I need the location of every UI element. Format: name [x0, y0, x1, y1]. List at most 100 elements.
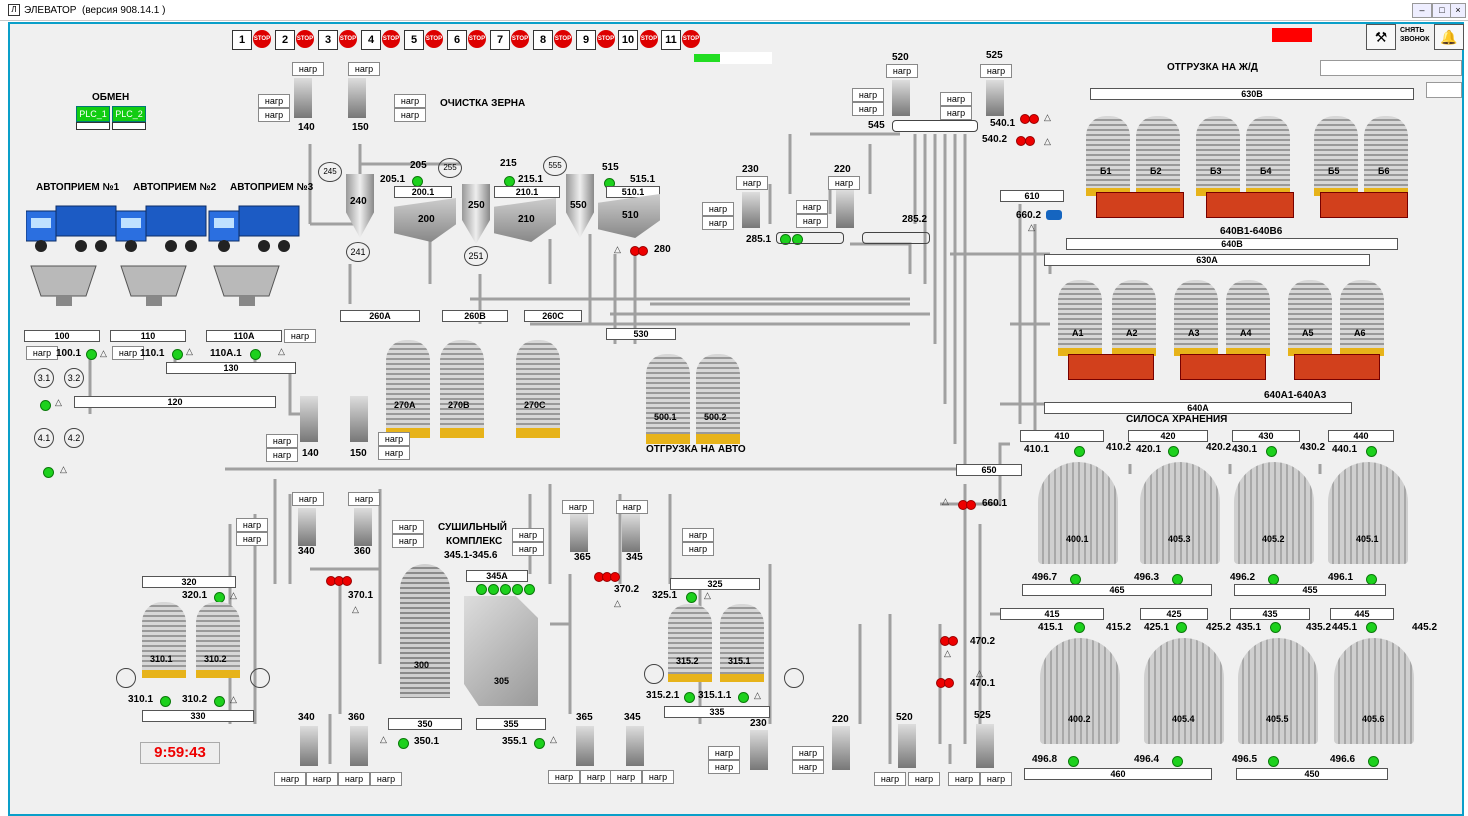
- conveyor-465[interactable]: 465: [1022, 584, 1212, 596]
- silo-400-1[interactable]: 400.1: [1038, 462, 1118, 564]
- fan-icon[interactable]: [784, 668, 804, 688]
- silo-500-2[interactable]: 500.2: [696, 354, 740, 444]
- conveyor-545[interactable]: [892, 120, 978, 132]
- valve-370-1c[interactable]: [342, 576, 352, 586]
- silo-a5[interactable]: А5: [1288, 280, 1332, 356]
- conveyor-640b[interactable]: 640B: [1066, 238, 1398, 250]
- aux-field[interactable]: [1426, 82, 1462, 98]
- elevator-e220[interactable]: [832, 726, 850, 770]
- conveyor-285-1[interactable]: [776, 232, 844, 244]
- fan-555[interactable]: 555: [543, 156, 567, 176]
- narg-220-l2[interactable]: нагр: [796, 214, 828, 228]
- elevator-e520[interactable]: [898, 724, 916, 768]
- elevator-140b[interactable]: [300, 396, 318, 442]
- bell-icon[interactable]: 🔔: [1434, 24, 1464, 50]
- narg-dry-c2[interactable]: нагр: [512, 542, 544, 556]
- narg-100[interactable]: нагр: [26, 346, 58, 360]
- plc1-indicator[interactable]: PLC_1: [76, 106, 110, 122]
- unit-button-1[interactable]: 1: [232, 30, 252, 50]
- narg-345-r1[interactable]: нагр: [682, 528, 714, 542]
- elevator-345[interactable]: [622, 514, 640, 552]
- narg-345-r2[interactable]: нагр: [682, 542, 714, 556]
- conveyor-110[interactable]: 110: [110, 330, 186, 342]
- close-icon[interactable]: ×: [1450, 3, 1466, 18]
- conveyor-440[interactable]: 440: [1328, 430, 1394, 442]
- narg-110[interactable]: нагр: [112, 346, 144, 360]
- conveyor-325[interactable]: 325: [670, 578, 760, 590]
- narg-520-top[interactable]: нагр: [886, 64, 918, 78]
- narg-220-l1[interactable]: нагр: [796, 200, 828, 214]
- silo-270b[interactable]: 270B: [440, 340, 484, 438]
- conveyor-285-2[interactable]: [862, 232, 930, 244]
- stop-button-3[interactable]: STOP: [339, 30, 357, 48]
- silo-b5[interactable]: Б5: [1314, 116, 1358, 196]
- stop-button-7[interactable]: STOP: [511, 30, 529, 48]
- conveyor-425[interactable]: 425: [1140, 608, 1208, 620]
- silo-a2[interactable]: А2: [1112, 280, 1156, 356]
- stop-button-9[interactable]: STOP: [597, 30, 615, 48]
- elevator-e525[interactable]: [976, 724, 994, 768]
- conveyor-100[interactable]: 100: [24, 330, 100, 342]
- elevator-e230[interactable]: [750, 730, 768, 770]
- elevator-230[interactable]: [742, 192, 760, 228]
- conveyor-110a[interactable]: 110A: [206, 330, 282, 342]
- narg-365-top[interactable]: нагр: [562, 500, 594, 514]
- conveyor-355[interactable]: 355: [476, 718, 546, 730]
- elevator-e365[interactable]: [576, 726, 594, 766]
- conveyor-320[interactable]: 320: [142, 576, 236, 588]
- narg-360-r1[interactable]: нагр: [392, 520, 424, 534]
- silo-b4[interactable]: Б4: [1246, 116, 1290, 196]
- narg-345-top[interactable]: нагр: [616, 500, 648, 514]
- narg-520-l2[interactable]: нагр: [852, 102, 884, 116]
- valve-280-b[interactable]: [638, 246, 648, 256]
- narg-360-top[interactable]: нагр: [348, 492, 380, 506]
- narg-525-top[interactable]: нагр: [980, 64, 1012, 78]
- valve-470-1b[interactable]: [944, 678, 954, 688]
- narg-340-top[interactable]: нагр: [292, 492, 324, 506]
- narg-520-l1[interactable]: нагр: [852, 88, 884, 102]
- conveyor-120[interactable]: 120: [74, 396, 276, 408]
- conveyor-415[interactable]: 415: [1000, 608, 1104, 620]
- narg-150-r2[interactable]: нагр: [394, 108, 426, 122]
- stop-button-5[interactable]: STOP: [425, 30, 443, 48]
- narg-b5[interactable]: нагр: [548, 770, 580, 784]
- conveyor-260c[interactable]: 260C: [524, 310, 582, 322]
- silo-a6[interactable]: А6: [1340, 280, 1384, 356]
- silo-315-2[interactable]: 315.2: [668, 604, 712, 682]
- fan-icon[interactable]: [250, 668, 270, 688]
- valve-660-1b[interactable]: [966, 500, 976, 510]
- elevator-140[interactable]: [294, 78, 312, 118]
- conveyor-130[interactable]: 130: [166, 362, 296, 374]
- silo-a3[interactable]: А3: [1174, 280, 1218, 356]
- stop-button-8[interactable]: STOP: [554, 30, 572, 48]
- minimize-icon[interactable]: –: [1412, 3, 1432, 18]
- elevator-525-top[interactable]: [986, 80, 1004, 116]
- conveyor-650[interactable]: 650: [956, 464, 1022, 476]
- elevator-e340[interactable]: [300, 726, 318, 766]
- unit-button-4[interactable]: 4: [361, 30, 381, 50]
- sep-210-1[interactable]: 210.1: [494, 186, 560, 198]
- fan-251[interactable]: 251: [464, 246, 488, 266]
- conveyor-450[interactable]: 450: [1236, 768, 1388, 780]
- elevator-e360[interactable]: [350, 726, 368, 766]
- narg-b1[interactable]: нагр: [274, 772, 306, 786]
- silo-a4[interactable]: А4: [1226, 280, 1270, 356]
- silo-b3[interactable]: Б3: [1196, 116, 1240, 196]
- conveyor-350[interactable]: 350: [388, 718, 462, 730]
- conveyor-260b[interactable]: 260B: [442, 310, 508, 322]
- elevator-150[interactable]: [348, 78, 366, 118]
- narg-b9[interactable]: нагр: [708, 746, 740, 760]
- narg-360-r2[interactable]: нагр: [392, 534, 424, 548]
- elevator-e345[interactable]: [626, 726, 644, 766]
- conveyor-420[interactable]: 420: [1128, 430, 1208, 442]
- conveyor-435[interactable]: 435: [1230, 608, 1310, 620]
- narg-150-top[interactable]: нагр: [348, 62, 380, 76]
- plc2-indicator[interactable]: PLC_2: [112, 106, 146, 122]
- fan-3-1[interactable]: 3.1: [34, 368, 54, 388]
- narg-b16[interactable]: нагр: [980, 772, 1012, 786]
- conveyor-530[interactable]: 530: [606, 328, 676, 340]
- narg-b15[interactable]: нагр: [948, 772, 980, 786]
- fan-3-2[interactable]: 3.2: [64, 368, 84, 388]
- sep-200-1[interactable]: 200.1: [394, 186, 452, 198]
- narg-b2[interactable]: нагр: [306, 772, 338, 786]
